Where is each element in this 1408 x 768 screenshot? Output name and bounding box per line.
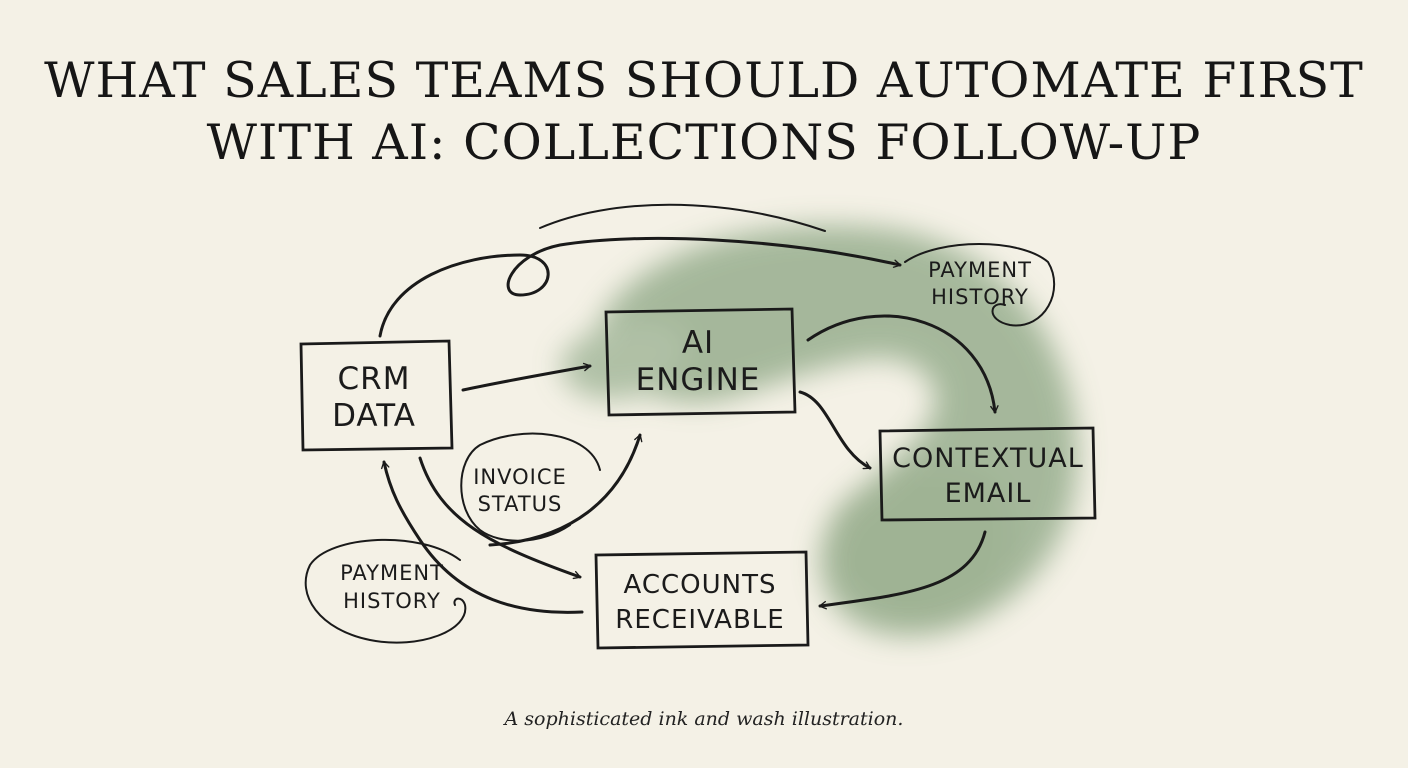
payment-history-bottom-line2: HISTORY — [343, 589, 441, 613]
label-payment-history-bottom: PAYMENT HISTORY — [304, 538, 467, 644]
green-wash — [560, 225, 1078, 637]
arrow-crm-to-ar — [418, 456, 582, 580]
node-crm-data: CRM DATA — [299, 339, 454, 452]
node-contextual-email: CONTEXTUAL EMAIL — [878, 426, 1097, 522]
invoice-status-line2: STATUS — [478, 492, 563, 516]
node-ar-line1: ACCOUNTS — [624, 570, 777, 600]
payment-history-top-line1: PAYMENT — [928, 258, 1032, 282]
title-line-1: WHAT SALES TEAMS SHOULD AUTOMATE FIRST — [44, 52, 1364, 109]
label-payment-history-top: PAYMENT HISTORY — [904, 243, 1056, 327]
node-ai-line2: ENGINE — [636, 362, 761, 398]
node-ar-line2: RECEIVABLE — [615, 605, 784, 635]
caption: A sophisticated ink and wash illustratio… — [504, 708, 904, 730]
arrow-ai-to-email — [806, 314, 999, 414]
label-invoice-status: INVOICE STATUS — [460, 432, 601, 542]
node-accounts-receivable: ACCOUNTS RECEIVABLE — [594, 550, 810, 650]
page-title: WHAT SALES TEAMS SHOULD AUTOMATE FIRST W… — [0, 50, 1408, 174]
payment-history-bottom-line1: PAYMENT — [340, 561, 444, 585]
invoice-status-line1: INVOICE — [473, 465, 567, 489]
arrow-crm-to-ai — [461, 362, 592, 392]
title-line-2: WITH AI: COLLECTIONS FOLLOW-UP — [206, 114, 1202, 171]
arrow-email-to-ar — [818, 530, 987, 610]
arrow-ar-to-crm — [381, 460, 584, 614]
node-ai-line1: AI — [682, 325, 714, 361]
node-crm-line2: DATA — [332, 398, 416, 434]
arrow-crm-to-payment-history — [378, 236, 902, 338]
node-ai-engine: AI ENGINE — [604, 307, 797, 417]
node-crm-line1: CRM — [338, 361, 411, 397]
arc-top — [539, 203, 826, 232]
node-email-line1: CONTEXTUAL — [892, 443, 1084, 474]
arrow-ai-to-email-lower — [798, 390, 872, 470]
payment-history-top-line2: HISTORY — [931, 285, 1029, 309]
node-email-line2: EMAIL — [945, 478, 1032, 509]
